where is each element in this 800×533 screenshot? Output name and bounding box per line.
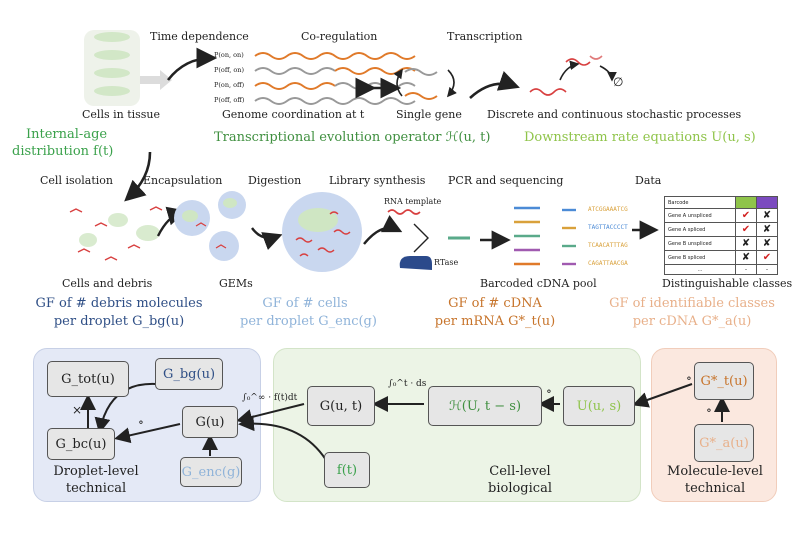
- u-us-node: U(u, s): [563, 386, 635, 426]
- g-u-node: G(u): [182, 406, 238, 438]
- dna-strands-illustration: [254, 52, 416, 105]
- gf-debris-line1: GF of # debris molecules: [35, 296, 203, 311]
- sequence-text: CAGATTAACGA: [588, 260, 628, 267]
- probability-label: P(on, on): [214, 51, 244, 59]
- genome-coordination-label: Genome coordination at t: [222, 108, 365, 121]
- compose-symbol: ∘: [138, 415, 144, 429]
- table-row: …: [664, 264, 736, 275]
- times-symbol: ×: [72, 403, 83, 417]
- droplet-technical-label: technical: [65, 481, 127, 496]
- sequence-text: TCAACATTTAG: [588, 242, 628, 249]
- g-star-a-node: G*_a(u): [694, 424, 754, 462]
- gems-illustration: [174, 191, 246, 261]
- time-dependence-label: Time dependence: [150, 30, 249, 43]
- table-mark: ✘: [756, 236, 778, 251]
- gf-cells-line2: per droplet G_enc(g): [240, 314, 377, 329]
- table-header-green: [735, 196, 757, 209]
- g-ut-node: G(u, t): [307, 386, 375, 426]
- molecule-level-label: Molecule-level: [667, 464, 763, 479]
- table-mark: ✔: [756, 250, 778, 265]
- library-synthesis-label: Library synthesis: [329, 174, 426, 187]
- integral-f-label: ∫₀^∞ · f(t)dt: [242, 393, 298, 403]
- empty-set-symbol: ∅: [613, 75, 624, 89]
- rate-equations-label: Downstream rate equations U(u, s): [524, 130, 756, 145]
- pcr-sequencing-label: PCR and sequencing: [448, 174, 564, 187]
- library-synthesis-illustration: [387, 209, 470, 270]
- sequence-text: ATCGGAAATCG: [588, 206, 628, 213]
- encapsulation-label: Encapsulation: [143, 174, 223, 187]
- gf-ident-line1: GF of identifiable classes: [609, 296, 775, 311]
- table-header-purple: [756, 196, 778, 209]
- tissue-cells-illustration: [84, 30, 172, 106]
- molecule-technical-label: technical: [684, 481, 746, 496]
- single-gene-illustration: [393, 68, 457, 100]
- table-mark: ✘: [735, 236, 757, 251]
- gf-cells-line1: GF of # cells: [262, 296, 348, 311]
- cells-in-tissue-label: Cells in tissue: [82, 108, 161, 121]
- table-mark: –: [756, 264, 778, 275]
- table-header: Barcode: [664, 196, 736, 209]
- table-row: Gene B spliced: [664, 250, 736, 265]
- cells-and-debris-illustration: [69, 206, 163, 261]
- table-mark: –: [735, 264, 757, 275]
- g-bg-node: G_bg(u): [155, 358, 223, 390]
- data-label: Data: [635, 174, 662, 187]
- cell-isolation-label: Cell isolation: [40, 174, 113, 187]
- table-mark: ✘: [756, 208, 778, 223]
- gf-ident-line2: per cDNA G*_a(u): [632, 314, 752, 329]
- rna-template-label: RNA template: [384, 197, 442, 206]
- age-distribution-label: distribution f(t): [12, 144, 114, 159]
- table-mark: ✔: [735, 222, 757, 237]
- gems-label: GEMs: [219, 277, 253, 290]
- co-regulation-label: Co-regulation: [301, 30, 378, 43]
- cell-biological-label: biological: [488, 481, 552, 496]
- h-operator-node: ℋ(U, t − s): [428, 386, 542, 426]
- gf-debris-line2: per droplet G_bg(u): [53, 314, 185, 329]
- sequence-text: TAGTTACCCCT: [588, 224, 628, 231]
- table-mark: ✘: [735, 250, 757, 265]
- droplet-level-label: Droplet-level: [53, 464, 139, 479]
- table-row: Gene A spliced: [664, 222, 736, 237]
- digestion-label: Digestion: [248, 174, 302, 187]
- cell-level-label: Cell-level: [489, 464, 551, 479]
- g-star-t-node: G*_t(u): [694, 362, 754, 400]
- classes-table: Barcode Gene A unspliced ✔ ✘ Gene A spli…: [664, 196, 778, 275]
- mrna-illustration: [529, 55, 617, 96]
- probability-label: P(off, off): [214, 96, 245, 104]
- single-gene-label: Single gene: [396, 108, 462, 121]
- table-row: Gene A unspliced: [664, 208, 736, 223]
- g-bc-node: G_bc(u): [47, 428, 115, 460]
- internal-age-label: Internal-age: [26, 127, 108, 142]
- probability-label: P(on, off): [214, 81, 245, 89]
- table-mark: ✘: [756, 222, 778, 237]
- integral-s-label: ∫₀^t · ds: [388, 379, 427, 389]
- g-enc-node: G_enc(g): [180, 457, 242, 487]
- transcription-label: Transcription: [447, 30, 523, 43]
- probability-label: P(off, on): [214, 66, 244, 74]
- barcoded-cdna-illustration: [514, 206, 576, 266]
- cells-and-debris-label: Cells and debris: [62, 277, 153, 290]
- gf-cdna-line1: GF of # cDNA: [448, 296, 542, 311]
- compose-symbol: ∘: [686, 371, 692, 385]
- rtase-label: RTase: [434, 258, 459, 267]
- compose-symbol: ∘: [546, 384, 552, 398]
- f-t-node: f(t): [324, 452, 370, 488]
- digestion-illustration: [282, 192, 362, 272]
- table-mark: ✔: [735, 208, 757, 223]
- barcoded-pool-label: Barcoded cDNA pool: [480, 277, 597, 290]
- distinguishable-label: Distinguishable classes: [662, 277, 793, 290]
- g-tot-node: G_tot(u): [47, 361, 129, 397]
- table-row: Gene B unspliced: [664, 236, 736, 251]
- operator-label: Transcriptional evolution operator ℋ(u, …: [214, 130, 491, 145]
- gf-cdna-line2: per mRNA G*_t(u): [434, 314, 556, 329]
- stochastic-processes-label: Discrete and continuous stochastic proce…: [487, 108, 742, 121]
- compose-symbol: ∘: [706, 403, 712, 417]
